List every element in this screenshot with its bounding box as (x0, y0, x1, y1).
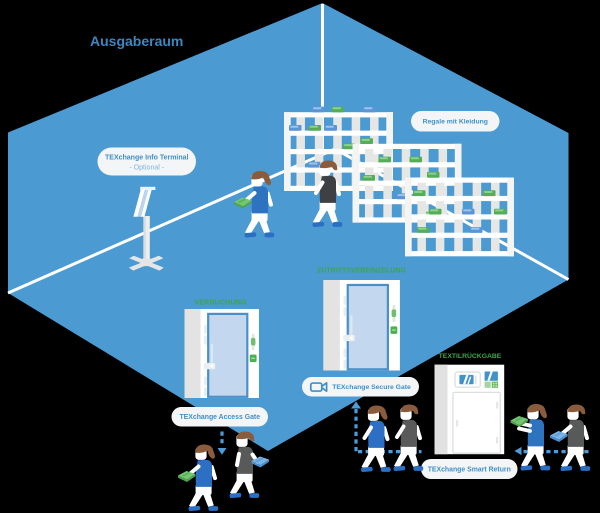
svg-text:VERBUCHUNG: VERBUCHUNG (194, 299, 247, 307)
svg-text:Ausgaberaum: Ausgaberaum (90, 33, 183, 49)
svg-text:TEXchange Info Terminal: TEXchange Info Terminal (105, 154, 189, 161)
svg-text:- Optional -: - Optional - (129, 165, 164, 172)
svg-text:TEXchange Access Gate: TEXchange Access Gate (179, 414, 260, 421)
svg-text:TEXchange Smart Return: TEXchange Smart Return (428, 466, 511, 473)
svg-text:TEXchange Secure Gate: TEXchange Secure Gate (332, 384, 411, 391)
svg-text:Regale mit Kleidung: Regale mit Kleidung (423, 119, 488, 126)
svg-text:ZUTRITTSVEREINZELUNG: ZUTRITTSVEREINZELUNG (317, 268, 406, 275)
svg-text:TEXTILRÜCKGABE: TEXTILRÜCKGABE (439, 351, 502, 360)
